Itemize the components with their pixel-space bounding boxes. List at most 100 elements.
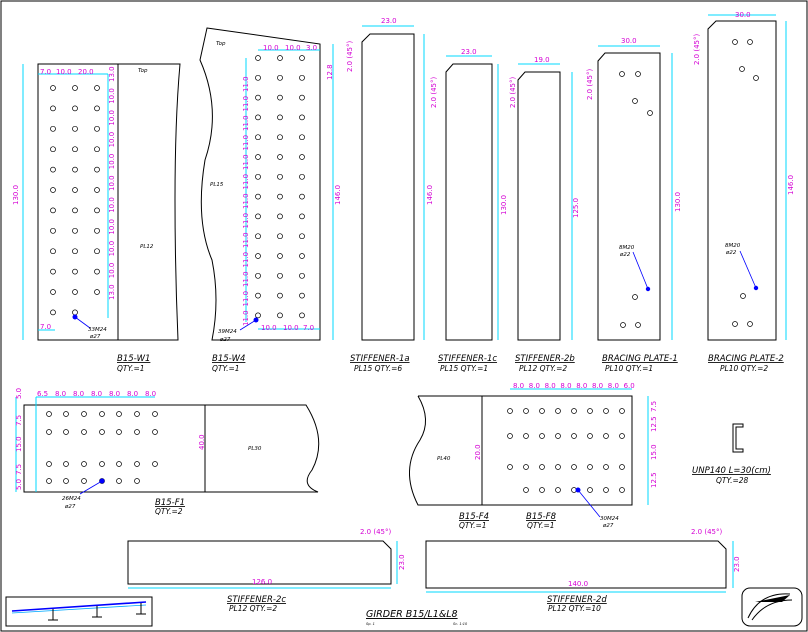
w1-bolt-hole: [72, 105, 78, 112]
w4-dim-top-2: 3.0: [306, 44, 317, 52]
logo-icon: [741, 587, 803, 627]
w1-bolt-hole: [72, 166, 78, 173]
f8-bolt-hole: [603, 408, 609, 414]
f8-dim-top: 8.0: [608, 382, 619, 390]
w4-dim-vertical: 11.0: [242, 271, 250, 287]
unp-line1: UNP140 L=30(cm): [692, 466, 771, 476]
w1-bolt-hole: [72, 227, 78, 234]
w4-bolt-hole: [277, 272, 283, 279]
w4-bolt-hole: [277, 312, 283, 319]
f8-bolt-hole: [587, 464, 593, 470]
stiff1a-chamfer: 2.0 (45°): [346, 41, 354, 72]
f1-dim-left: 7.5: [15, 464, 23, 475]
w1-qty: QTY.=1: [117, 364, 145, 373]
f8-bolt-hole: [555, 408, 561, 414]
f8-bolt-hole: [555, 464, 561, 470]
w4-hole-grid: [255, 55, 305, 319]
stiff2d-chamfer: 2.0 (45°): [691, 528, 722, 536]
f8-dim-right: 12.5: [650, 416, 658, 432]
w1-hole-grid: [50, 85, 100, 316]
w1-dim-vertical: 10.0: [108, 219, 116, 235]
w1-bolt-hole: [50, 125, 56, 132]
f8-dim-right: 15.0: [650, 444, 658, 460]
f1-bolt-hole: [81, 411, 87, 417]
w4-bolt-hole: [255, 173, 261, 180]
w4-dim-vertical: 11.0: [242, 96, 250, 112]
f8-bolt-hole: [507, 433, 513, 439]
f1-bolt-hole: [99, 461, 105, 467]
w1-dim-top-2: 20.0: [78, 68, 94, 76]
w1-dim-vertical: 10.0: [108, 154, 116, 170]
w4-bolt-hole: [277, 55, 283, 61]
f4-plate-label: PL40: [437, 456, 451, 462]
f1-bolt-hole: [152, 411, 158, 417]
w4-bolt-hole: [255, 55, 261, 61]
w1-bolt-hole: [94, 227, 100, 234]
w4-bolt-hole: [255, 114, 261, 121]
f1-bolt-hole: [63, 429, 69, 435]
f8-bolt-hole: [539, 464, 545, 470]
part-w4: 146.0 10.0 10.0 3.0 12.8 10.0 10.0 7.0 1…: [199, 27, 342, 373]
w4-dim-top-1: 10.0: [285, 44, 301, 52]
w4-bolt-hole: [255, 213, 261, 220]
w1-vertical-dims: 13.010.010.010.010.010.010.010.010.010.0…: [108, 66, 116, 300]
f1-dim-top: 8.0: [145, 390, 156, 398]
f4-caption: B15-F4: [459, 512, 489, 522]
w4-bolt-hole: [299, 312, 305, 319]
w4-bolt-hole: [277, 94, 283, 101]
f8-right-dims: 7.512.515.012.5: [650, 401, 658, 488]
w4-dim-vertical: 11.0: [242, 252, 250, 268]
brace2-dim-h: 146.0: [787, 175, 795, 195]
part-stiffener-2c: 126.0 23.0 2.0 (45°) STIFFENER-2c PL12 Q…: [127, 528, 406, 613]
f8-dim-top: 8.0: [592, 382, 603, 390]
w4-qty: QTY.=1: [212, 364, 240, 373]
w1-dim-vertical: 13.0: [108, 66, 116, 82]
part-stiffener-2d: 140.0 23.0 2.0 (45°) STIFFENER-2d PL12 Q…: [425, 528, 741, 613]
f8-dim-top: 8.0: [560, 382, 571, 390]
w4-bolt-hole: [299, 272, 305, 279]
f1-bolt-note-2: ø27: [64, 504, 76, 510]
f1-bolt-hole: [134, 429, 140, 435]
w1-bolt-hole: [50, 85, 56, 91]
f1-bolt-hole: [46, 411, 52, 417]
f8-bolt-note-1: 30M24: [600, 516, 619, 522]
w4-bolt-note-2: ø27: [219, 337, 231, 343]
drawing-small-left: Sp. 1: [366, 622, 375, 626]
f8-bolt-hole: [523, 487, 529, 493]
w1-bolt-hole: [50, 248, 56, 255]
f8-dim-right: 7.5: [650, 401, 658, 412]
w4-dim-vertical: 11.0: [242, 291, 250, 307]
stiff2d-dim-h: 23.0: [733, 556, 741, 572]
f8-bolt-hole: [587, 487, 593, 493]
f1-dim-left: 5.0: [15, 479, 23, 490]
w1-bolt-hole: [94, 166, 100, 173]
w4-bolt-hole: [299, 213, 305, 220]
w4-dim-vertical: 11.0: [242, 174, 250, 190]
f8-bolt-hole: [619, 487, 625, 493]
w1-bolt-hole: [72, 125, 78, 132]
w1-bolt-hole: [72, 207, 78, 214]
w4-dim-vertical: 11.0: [242, 193, 250, 209]
f1-bolt-hole: [63, 478, 69, 484]
w4-dim-vertical: 11.0: [242, 135, 250, 151]
f8-bolt-hole: [507, 464, 513, 470]
f1-bolt-note-1: 26M24: [62, 496, 81, 502]
f8-bolt-hole: [571, 433, 577, 439]
stiff1c-chamfer: 2.0 (45°): [430, 77, 438, 108]
drawing-small-right: Sc. 1:10: [453, 622, 468, 626]
stiff2b-caption: STIFFENER-2b: [515, 354, 575, 364]
w1-bolt-hole: [72, 187, 78, 193]
f1-plate-label: PL30: [248, 446, 262, 452]
w1-bolt-hole: [94, 268, 100, 275]
f8-bolt-hole: [539, 433, 545, 439]
stiff2c-caption: STIFFENER-2c: [227, 595, 286, 605]
w1-dim-vertical: 10.0: [108, 241, 116, 257]
f8-bolt-note-2: ø27: [602, 523, 614, 529]
part-bracing-plate-1: 30.0 130.0 2.0 (45°) 8M20 ø22 BRACING PL…: [586, 37, 682, 373]
w1-dim-top-0: 7.0: [40, 68, 51, 76]
w4-bolt-hole: [299, 292, 305, 299]
f8-bolt-hole: [523, 433, 529, 439]
f1-bolt-hole: [134, 461, 140, 467]
brace2-caption: BRACING PLATE-2: [708, 354, 784, 364]
